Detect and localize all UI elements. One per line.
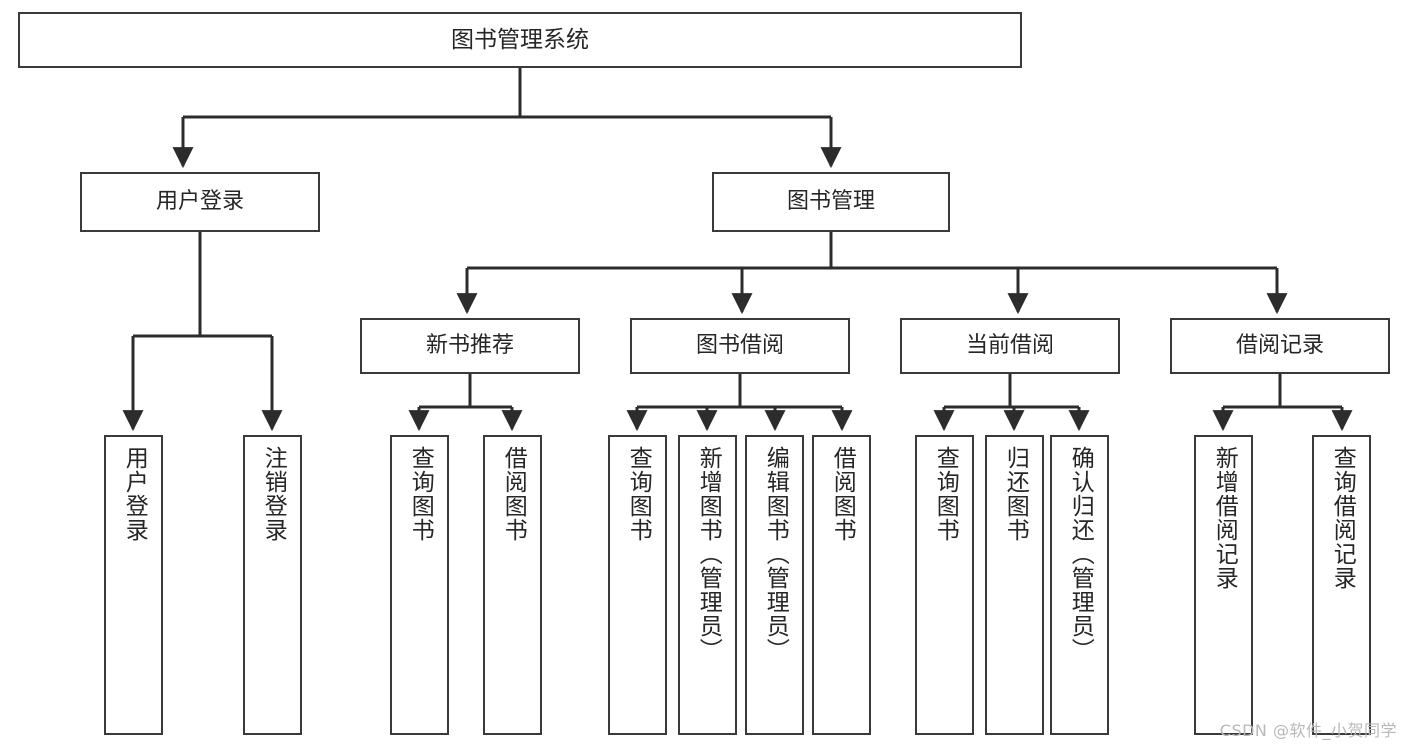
node-label: 用户登录	[155, 189, 244, 214]
node-label: 确认归还（管理员）	[1067, 446, 1094, 662]
node-label: 查询图书	[932, 446, 959, 542]
leaf-current-borrow-return-book[interactable]: 归还图书	[985, 435, 1044, 735]
node-label: 查询图书	[407, 446, 434, 542]
leaf-book-borrow-query-book[interactable]: 查询图书	[608, 435, 667, 735]
node-label: 查询借阅记录	[1329, 446, 1356, 590]
node-label: 图书借阅	[695, 333, 784, 358]
node-label: 借阅图书	[500, 446, 527, 542]
node-label: 借阅记录	[1235, 333, 1324, 358]
node-user-login[interactable]: 用户登录	[80, 172, 320, 232]
node-current-borrow[interactable]: 当前借阅	[900, 318, 1120, 374]
node-label: 新增图书（管理员）	[695, 446, 722, 662]
node-borrow-record[interactable]: 借阅记录	[1170, 318, 1390, 374]
node-label: 新书推荐	[425, 333, 514, 358]
node-label: 当前借阅	[965, 333, 1054, 358]
leaf-borrow-record-query-record[interactable]: 查询借阅记录	[1312, 435, 1371, 735]
leaf-book-borrow-borrow-book[interactable]: 借阅图书	[812, 435, 871, 735]
node-label: 编辑图书（管理员）	[762, 446, 789, 662]
node-label: 归还图书	[1002, 446, 1029, 542]
leaf-new-book-query-book[interactable]: 查询图书	[390, 435, 449, 735]
watermark-text: CSDN @软件_小贺同学	[1219, 721, 1397, 740]
node-label: 图书管理系统	[451, 26, 589, 53]
node-new-book-recommend[interactable]: 新书推荐	[360, 318, 580, 374]
node-book-management[interactable]: 图书管理	[712, 172, 950, 232]
node-label: 图书管理	[786, 189, 875, 214]
leaf-book-borrow-add-book[interactable]: 新增图书（管理员）	[678, 435, 737, 735]
leaf-current-borrow-query-book[interactable]: 查询图书	[915, 435, 974, 735]
leaf-new-book-borrow-book[interactable]: 借阅图书	[483, 435, 542, 735]
leaf-user-login-login[interactable]: 用户登录	[104, 435, 163, 735]
leaf-current-borrow-confirm-return[interactable]: 确认归还（管理员）	[1050, 435, 1109, 735]
leaf-borrow-record-add-record[interactable]: 新增借阅记录	[1194, 435, 1253, 735]
leaf-user-login-logout[interactable]: 注销登录	[243, 435, 302, 735]
node-root-book-management-system[interactable]: 图书管理系统	[18, 12, 1022, 68]
leaf-book-borrow-edit-book[interactable]: 编辑图书（管理员）	[745, 435, 804, 735]
node-label: 查询图书	[625, 446, 652, 542]
node-label: 借阅图书	[829, 446, 856, 542]
node-label: 用户登录	[121, 446, 148, 542]
node-label: 注销登录	[260, 446, 287, 542]
node-book-borrow[interactable]: 图书借阅	[630, 318, 850, 374]
node-label: 新增借阅记录	[1211, 446, 1238, 590]
